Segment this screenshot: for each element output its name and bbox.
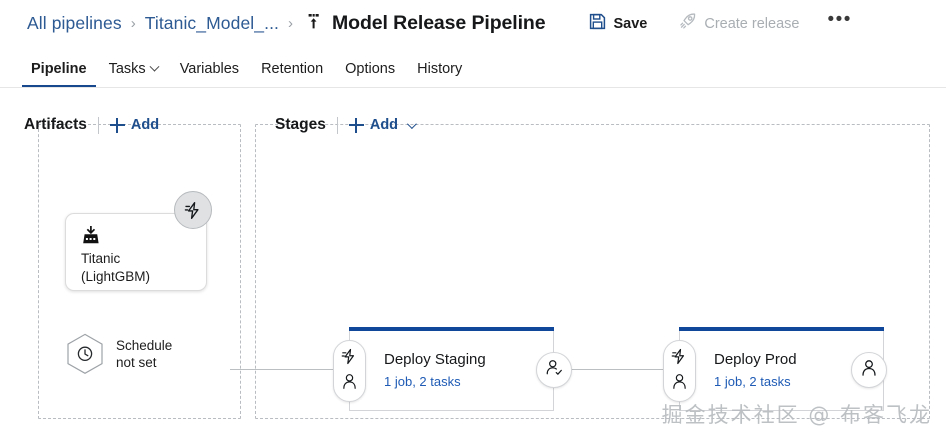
stages-panel-header: Stages Add [275, 116, 417, 134]
rocket-icon [679, 12, 697, 35]
stage-name: Deploy Prod [714, 351, 797, 368]
create-release-label: Create release [704, 15, 800, 32]
create-release-button[interactable]: Create release [671, 9, 807, 38]
trigger-lightning-icon [341, 348, 358, 370]
tab-retention-label: Retention [261, 61, 324, 77]
breadcrumb: All pipelines › Titanic_Model_... › [27, 13, 302, 34]
pre-deployment-conditions-prod[interactable] [663, 340, 696, 402]
tab-pipeline-label: Pipeline [31, 61, 87, 77]
stage-summary[interactable]: 1 job, 2 tasks [714, 374, 791, 389]
artifact-download-icon [81, 225, 101, 249]
artifacts-panel-header: Artifacts Add [24, 116, 159, 134]
breadcrumb-titanic-model[interactable]: Titanic_Model_... [144, 13, 279, 33]
connector-staging-to-prod [565, 369, 671, 371]
breadcrumb-separator-2: › [288, 15, 293, 32]
tab-bar: Pipeline Tasks Variables Retention Optio… [0, 47, 946, 88]
stage-text-group: Deploy Staging 1 job, 2 tasks [384, 350, 486, 391]
pipeline-canvas: Artifacts Add Titanic (LightGBM) [0, 88, 946, 435]
release-pipeline-icon [304, 12, 323, 36]
trigger-lightning-icon [671, 348, 688, 370]
stages-title: Stages [275, 116, 326, 133]
continuous-deployment-trigger-icon[interactable] [174, 191, 212, 229]
tab-variables-label: Variables [179, 61, 240, 77]
breadcrumb-all-pipelines[interactable]: All pipelines [27, 13, 122, 33]
stage-card-deploy-staging[interactable]: Deploy Staging 1 job, 2 tasks [349, 327, 554, 411]
stage-accent-bar [349, 327, 554, 331]
divider [97, 116, 99, 134]
page-header: All pipelines › Titanic_Model_... › Mode… [0, 0, 946, 47]
tab-history-label: History [417, 61, 463, 77]
stage-name: Deploy Staging [384, 351, 486, 368]
artifact-type: (LightGBM) [81, 268, 151, 284]
chevron-down-icon [149, 61, 160, 72]
more-actions-button[interactable]: ••• [827, 9, 852, 30]
save-button[interactable]: Save [581, 10, 655, 38]
save-button-label: Save [613, 15, 648, 32]
tab-variables[interactable]: Variables [169, 61, 250, 87]
tab-pipeline[interactable]: Pipeline [20, 61, 98, 87]
tab-tasks[interactable]: Tasks [98, 61, 169, 87]
add-artifact-label: Add [130, 117, 160, 133]
stage-summary[interactable]: 1 job, 2 tasks [384, 374, 461, 389]
pre-deployment-approval-person-icon [341, 373, 358, 395]
page-title-group: Model Release Pipeline [304, 12, 546, 36]
stage-accent-bar [679, 327, 884, 331]
page-title: Model Release Pipeline [332, 12, 546, 34]
save-icon [589, 13, 606, 35]
tab-options[interactable]: Options [334, 61, 406, 87]
pre-deployment-approval-person-icon [671, 373, 688, 395]
artifacts-title: Artifacts [24, 116, 87, 133]
plus-icon [348, 117, 364, 133]
clock-hexagon-icon [66, 333, 104, 375]
plus-icon [109, 117, 125, 133]
post-deployment-conditions-prod[interactable] [851, 352, 887, 388]
post-deployment-approval-person-icon [860, 359, 878, 382]
tab-history[interactable]: History [406, 61, 473, 87]
stage-text-group: Deploy Prod 1 job, 2 tasks [714, 350, 797, 391]
divider [336, 116, 338, 134]
add-stage-label: Add [369, 117, 399, 133]
schedule-node[interactable]: Schedule not set [66, 333, 172, 375]
artifact-name: Titanic [81, 251, 121, 266]
stage-card-deploy-prod[interactable]: Deploy Prod 1 job, 2 tasks [679, 327, 884, 411]
breadcrumb-separator-1: › [130, 15, 136, 32]
schedule-text: Schedule not set [116, 337, 172, 372]
schedule-label: Schedule [116, 337, 173, 353]
artifact-node-text: Titanic (LightGBM) [81, 250, 150, 285]
tab-options-label: Options [345, 61, 396, 77]
add-stage-button[interactable]: Add [348, 117, 399, 133]
post-deployment-approval-person-check-icon [545, 359, 563, 382]
add-artifact-button[interactable]: Add [109, 117, 160, 133]
watermark: 掘金技术社区 @ 布客飞龙 [661, 403, 932, 427]
tab-tasks-label: Tasks [108, 61, 146, 77]
pre-deployment-conditions-staging[interactable] [333, 340, 366, 402]
schedule-state: not set [116, 355, 157, 370]
connector-artifact-to-staging [230, 369, 342, 371]
header-actions: Save Create release ••• [581, 9, 857, 38]
post-deployment-conditions-staging[interactable] [536, 352, 572, 388]
tab-retention[interactable]: Retention [250, 61, 334, 87]
